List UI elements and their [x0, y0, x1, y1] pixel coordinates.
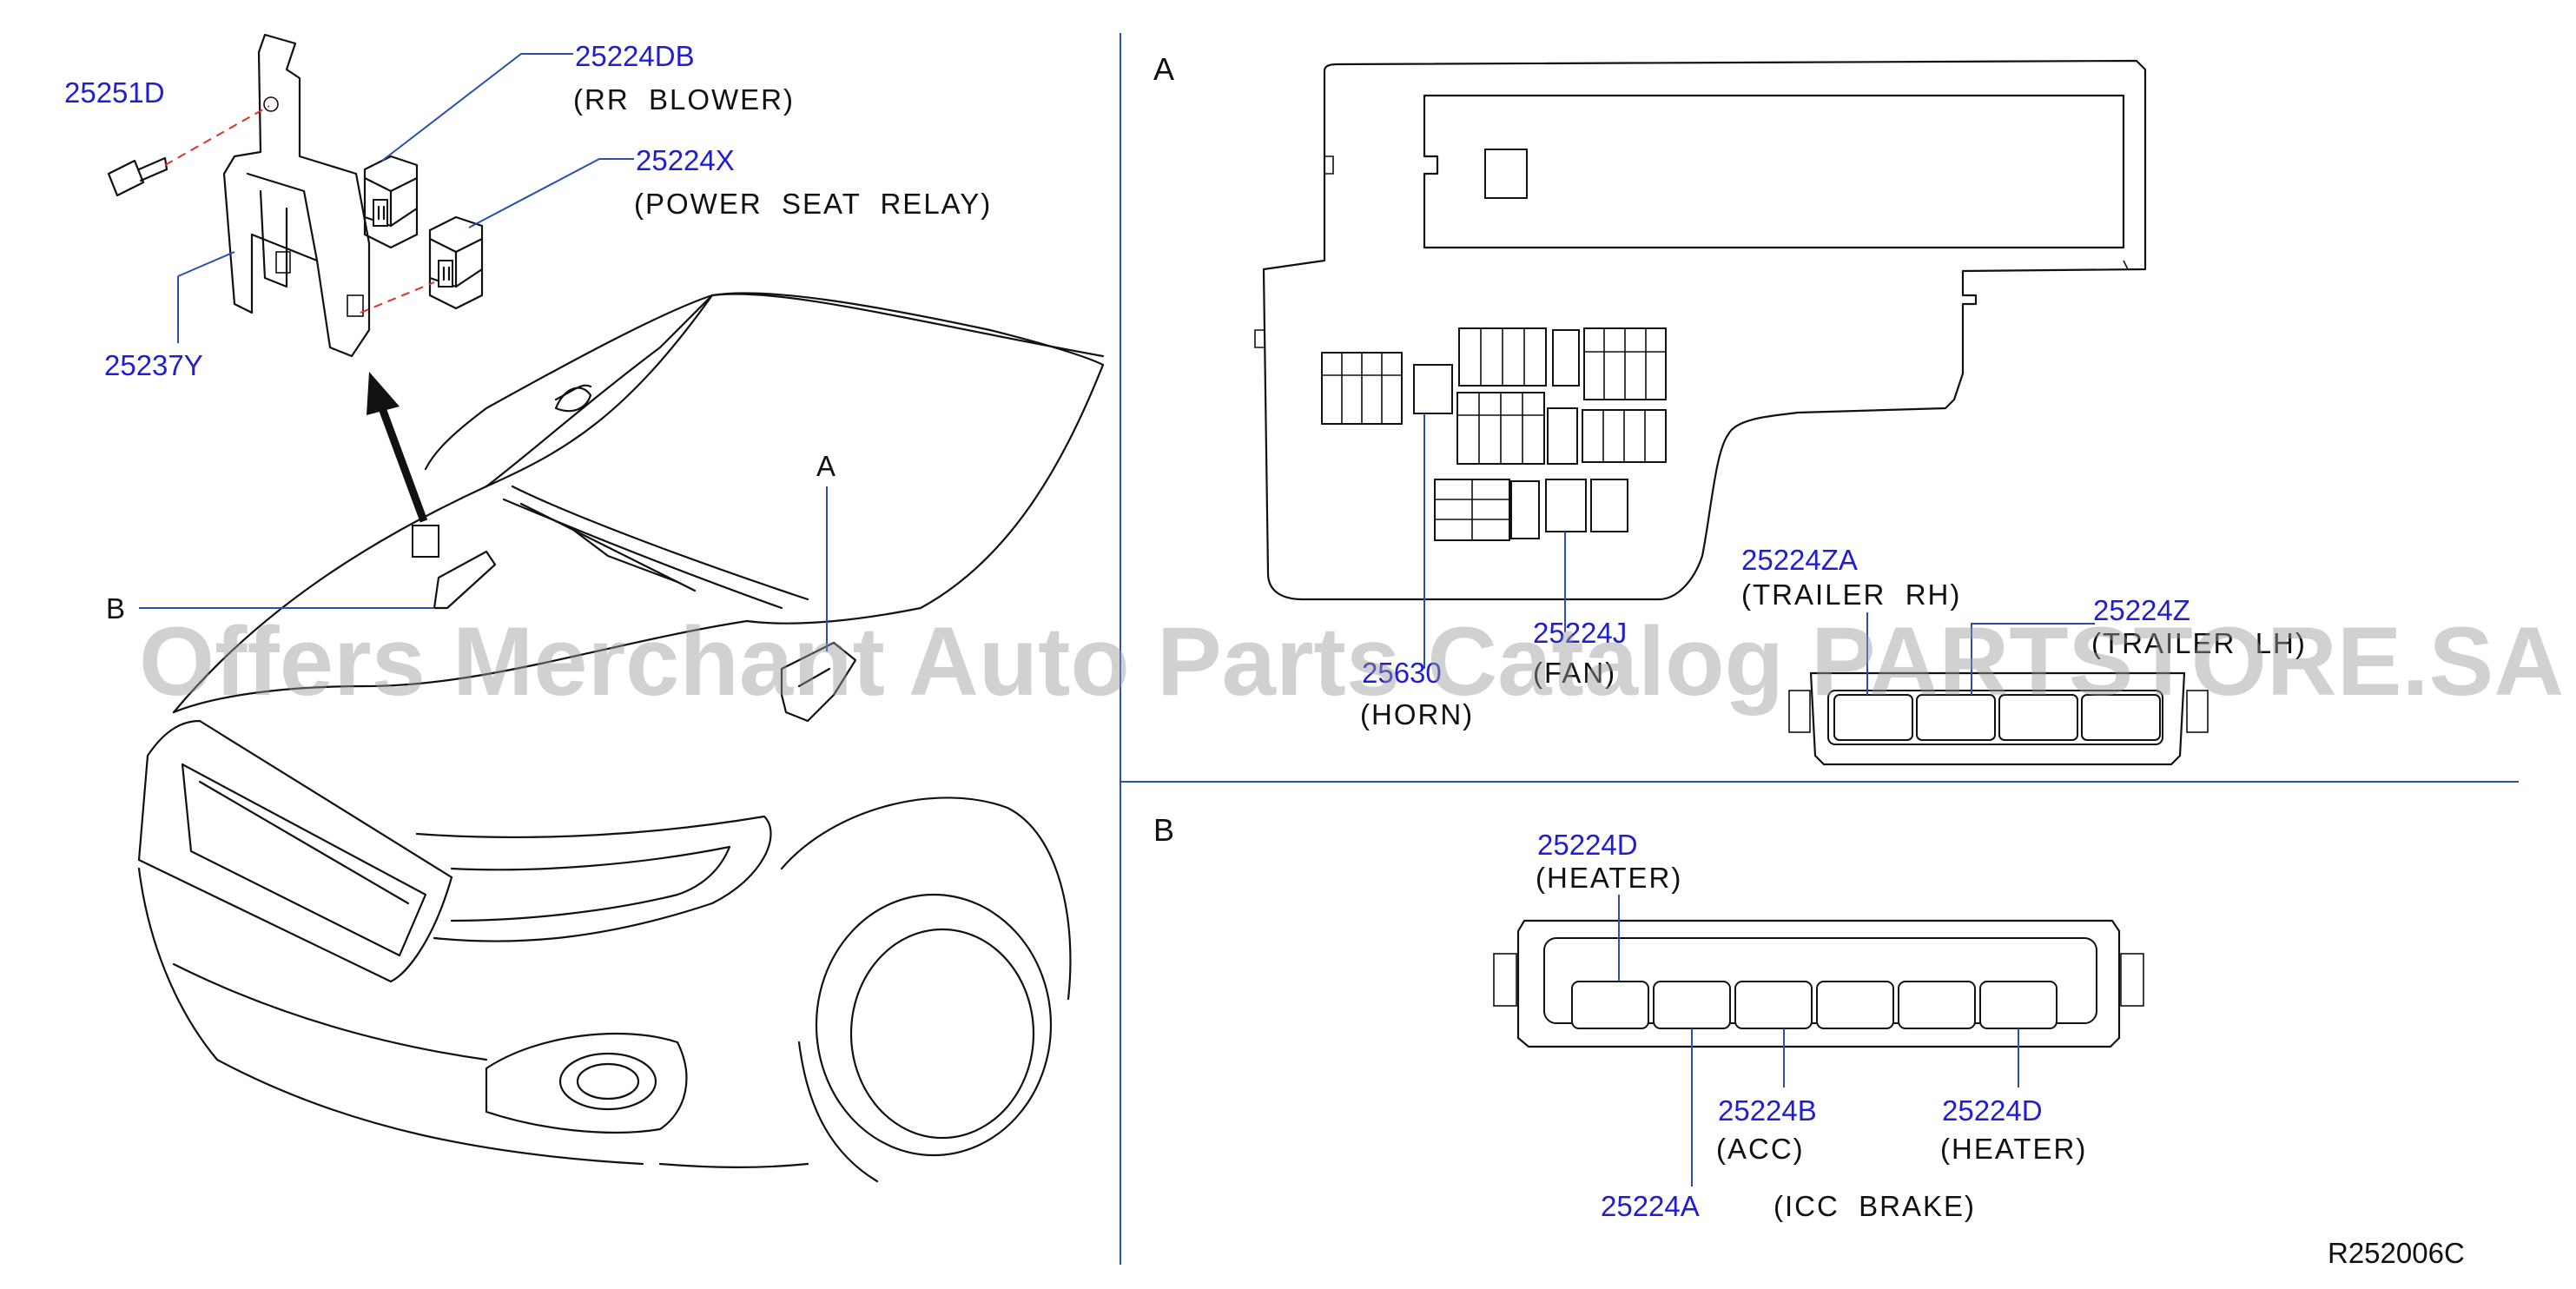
part-25224d-top: 25224D [1537, 829, 1638, 861]
leader-25224x [468, 158, 634, 228]
fuse-box [1254, 59, 2147, 601]
trailer-relay-block [1788, 671, 2209, 766]
desc-25224j: (FAN) [1533, 657, 1616, 689]
desc-25224a: (ICC BRAKE) [1773, 1190, 1976, 1222]
leader-25237y-b [177, 251, 235, 277]
relay-dashed-line [360, 281, 435, 314]
desc-25224db: (RR BLOWER) [573, 83, 795, 116]
section-b-label: B [1153, 812, 1174, 848]
part-25251d: 25251D [64, 76, 165, 109]
fuse-box-relays [1321, 327, 1667, 541]
part-25224j: 25224J [1533, 617, 1627, 649]
leader-25224z [1971, 623, 2095, 695]
desc-25224x: (POWER SEAT RELAY) [634, 188, 992, 220]
desc-25630: (HORN) [1360, 698, 1474, 730]
part-25224x: 25224X [636, 144, 735, 176]
part-25224za: 25224ZA [1741, 544, 1858, 576]
relay-connector-block [1493, 919, 2144, 1048]
part-25630: 25630 [1362, 657, 1442, 689]
leader-25224db [381, 53, 573, 162]
desc-25224d-right: (HEATER) [1940, 1133, 2087, 1165]
desc-25224d-top: (HEATER) [1536, 862, 1682, 894]
vehicle-front-view [137, 292, 1105, 1183]
part-25224b: 25224B [1718, 1094, 1817, 1127]
part-25224a: 25224A [1601, 1190, 1700, 1222]
desc-25224za: (TRAILER RH) [1741, 578, 1961, 611]
diagram-reference: R252006C [2328, 1237, 2465, 1269]
callout-b: B [106, 592, 125, 625]
callout-a: A [816, 450, 836, 482]
relay-fan-slot [1545, 479, 1587, 532]
part-25224db: 25224DB [575, 40, 695, 72]
watermark: Offers Merchant Auto Parts Catalog PARTS… [139, 607, 2564, 716]
desc-25224z: (TRAILER LH) [2091, 627, 2307, 659]
relay-power-seat [428, 215, 484, 310]
assembly-arrow [378, 407, 428, 523]
desc-25224b: (ACC) [1716, 1133, 1805, 1165]
assembly-arrow-head [367, 372, 400, 415]
part-25224d-right: 25224D [1942, 1094, 2043, 1127]
relay-rr-blower [363, 155, 419, 249]
part-25237y: 25237Y [104, 349, 203, 381]
relay-horn-slot [1413, 364, 1453, 414]
relay-bracket [222, 33, 371, 358]
part-25224z: 25224Z [2093, 594, 2190, 626]
bolt-dashed-line [164, 105, 270, 166]
bolt [107, 156, 168, 197]
section-a-label: A [1153, 51, 1174, 87]
